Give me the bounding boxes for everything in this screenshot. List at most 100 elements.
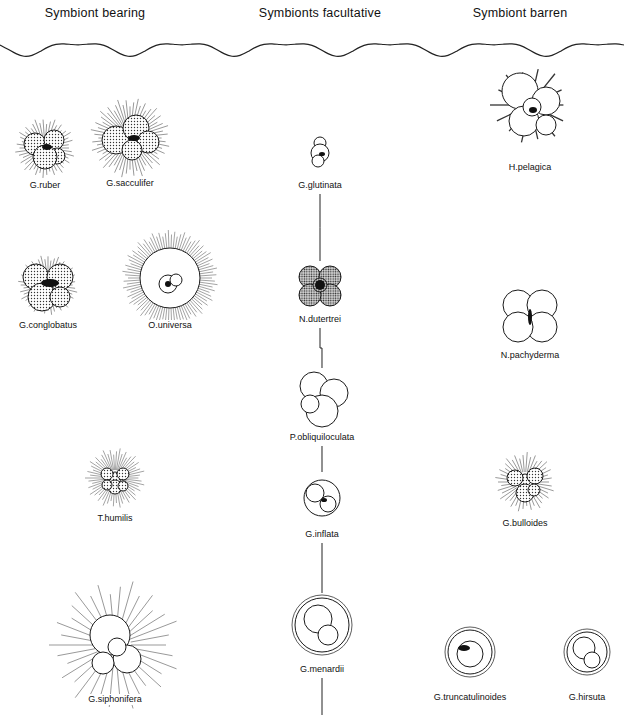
- species-node: P.obliquiloculata: [286, 370, 358, 444]
- chamber: [295, 598, 349, 652]
- spine: [43, 120, 44, 138]
- lineage-connector: [320, 194, 321, 261]
- spine: [189, 299, 202, 314]
- species-name: G.bulloides: [501, 518, 548, 529]
- species-name: G.ruber: [29, 180, 62, 191]
- spine: [127, 611, 153, 635]
- chamber: [117, 468, 129, 480]
- chamber: [448, 630, 492, 674]
- species-name: G.truncatulinoides: [433, 692, 508, 703]
- keel: [292, 595, 352, 655]
- spine: [57, 648, 99, 656]
- column-heading: Symbiont barren: [473, 6, 568, 21]
- spine: [113, 455, 115, 470]
- spine: [182, 236, 190, 253]
- species-name: H.pelagica: [508, 162, 553, 173]
- foram-drawing: [311, 137, 329, 167]
- spine: [198, 275, 216, 276]
- chamber: [170, 274, 182, 286]
- spine: [132, 251, 147, 262]
- keel: [445, 627, 495, 677]
- chamber: [122, 140, 142, 160]
- foram-drawing: [15, 120, 74, 178]
- species-name: G.glutinata: [297, 180, 343, 191]
- aperture: [165, 281, 171, 287]
- species-node: G.truncatulinoides: [430, 626, 511, 704]
- spine: [173, 232, 175, 250]
- foram-drawing: [18, 256, 77, 315]
- species-node: G.glutinata: [294, 138, 346, 192]
- foram-drawing: [49, 582, 177, 709]
- foram-drawing: [490, 69, 563, 142]
- spine: [520, 459, 523, 473]
- species-node: O.universa: [135, 243, 205, 332]
- spine: [122, 271, 142, 274]
- species-name: G.sacculifer: [105, 178, 155, 189]
- chamber: [536, 115, 556, 135]
- species-name: G.menardii: [299, 664, 345, 675]
- column-heading: Symbiont bearing: [45, 6, 145, 21]
- chamber: [33, 145, 57, 169]
- spine: [190, 246, 203, 259]
- keel: [564, 629, 610, 675]
- spine: [500, 488, 517, 499]
- chamber: [101, 468, 113, 480]
- spine: [127, 286, 143, 291]
- spine: [108, 107, 123, 128]
- spine: [197, 266, 213, 271]
- chamber: [318, 625, 338, 645]
- spine: [137, 297, 150, 310]
- chamber: [584, 652, 600, 668]
- spine: [124, 280, 142, 281]
- foram-drawing: [564, 629, 610, 675]
- spine: [125, 595, 153, 632]
- spine: [128, 255, 146, 264]
- chamber: [457, 641, 483, 667]
- spine: [165, 233, 167, 250]
- chamber: [320, 496, 336, 512]
- spine: [168, 230, 170, 250]
- species-name: N.pachyderma: [500, 350, 561, 361]
- spine: [526, 452, 527, 472]
- spine: [187, 240, 199, 256]
- spine: [138, 242, 151, 257]
- foram-drawing: [304, 480, 340, 516]
- chamber: [312, 155, 324, 167]
- chamber: [304, 480, 340, 516]
- chamber: [523, 98, 541, 116]
- spine: [131, 645, 166, 646]
- chamber: [528, 484, 540, 496]
- species-node: N.pachyderma: [497, 287, 564, 362]
- chamber: [50, 287, 70, 307]
- species-name: G.conglobatus: [18, 320, 78, 331]
- chamber: [313, 278, 327, 292]
- chamber: [301, 395, 319, 413]
- aperture: [42, 144, 52, 150]
- foram-drawing: [292, 595, 352, 655]
- species-node: G.hirsuta: [563, 628, 611, 704]
- species-node: T.humilis: [93, 463, 136, 525]
- species-node: G.inflata: [298, 474, 346, 541]
- species-node: G.conglobatus: [15, 260, 81, 332]
- aperture: [529, 107, 537, 113]
- spine: [193, 294, 208, 305]
- foram-drawing: [300, 372, 348, 427]
- spine: [150, 303, 158, 320]
- chamber: [92, 652, 114, 674]
- foram-drawing: [299, 266, 341, 306]
- spine: [129, 614, 165, 636]
- aperture: [128, 135, 140, 141]
- spine: [49, 645, 99, 646]
- spine: [125, 265, 143, 270]
- chamber: [108, 638, 126, 656]
- aperture: [321, 498, 327, 502]
- lineage-connector: [321, 446, 322, 472]
- species-node: G.menardii: [292, 595, 352, 676]
- species-name: T.humilis: [96, 513, 133, 524]
- species-name: G.inflata: [304, 529, 340, 540]
- foram-drawing: [122, 230, 217, 326]
- spine: [197, 268, 217, 272]
- spine: [197, 286, 215, 291]
